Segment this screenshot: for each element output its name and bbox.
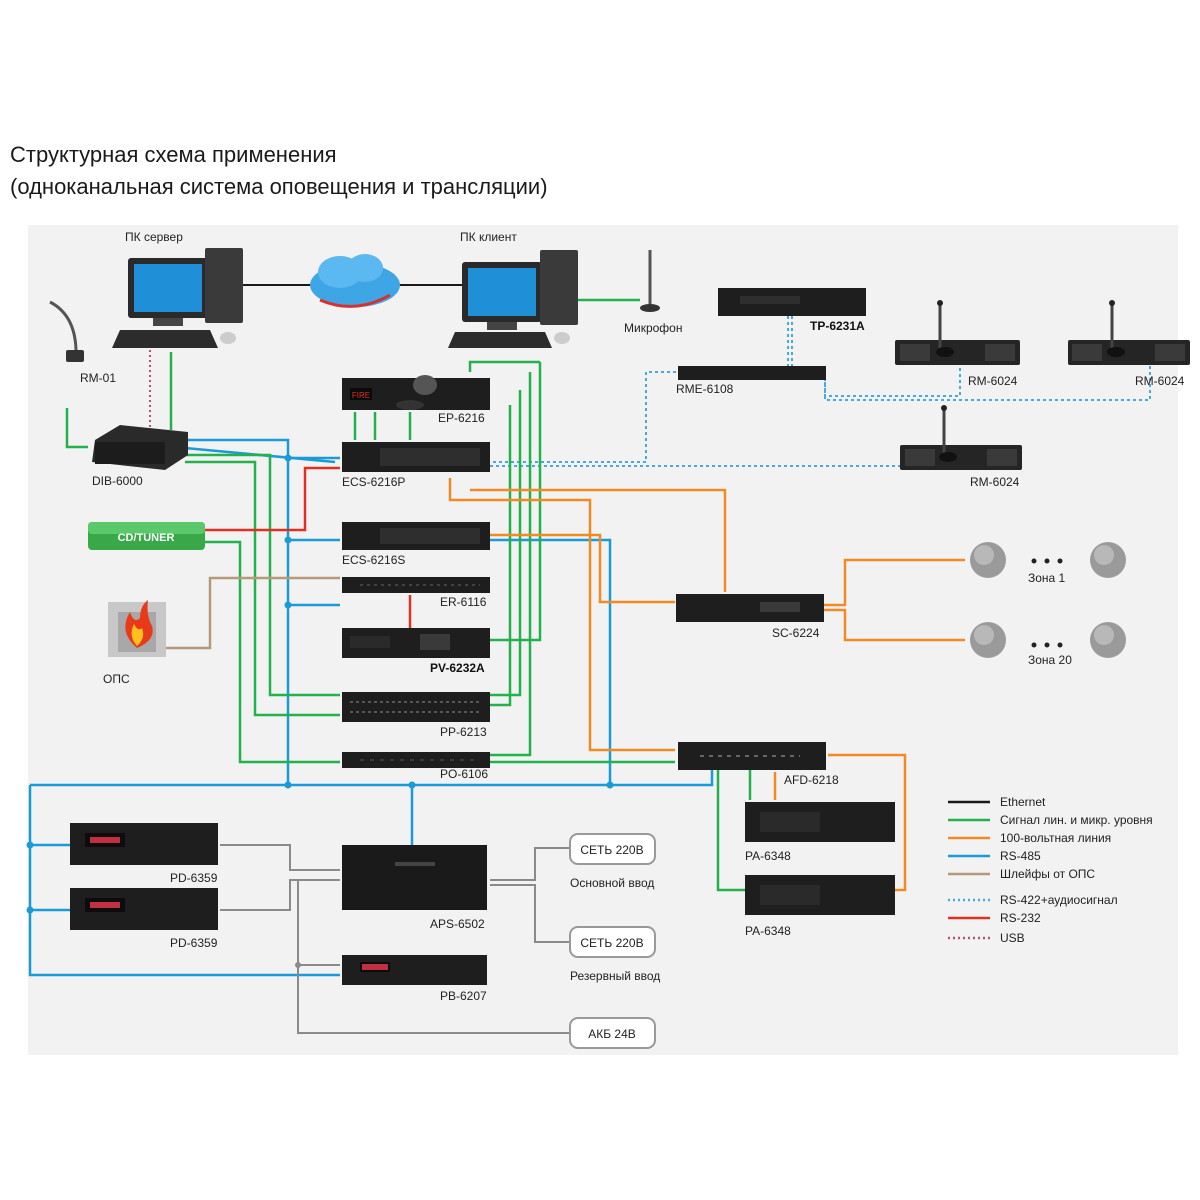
- tp6231a-label: TP-6231A: [810, 319, 865, 333]
- legend-label-4: Шлейфы от ОПС: [1000, 867, 1095, 881]
- mains-reserve-caption: Резервный ввод: [570, 969, 660, 983]
- zone1-label: Зона 1: [1028, 571, 1066, 585]
- legend-label-0: Ethernet: [1000, 795, 1046, 809]
- sc6224-device: [676, 594, 824, 622]
- rm6024-c-label: RM-6024: [970, 475, 1020, 489]
- ecs6216p-label: ECS-6216P: [342, 475, 405, 489]
- battery-box: [569, 1017, 656, 1049]
- rm6024-a-label: RM-6024: [968, 374, 1018, 388]
- mains-reserve-label: СЕТЬ 220В: [580, 936, 643, 950]
- mains-reserve-box: [569, 926, 656, 958]
- legend-label-5: RS-422+аудиосигнал: [1000, 893, 1118, 907]
- pc-client: [448, 250, 578, 348]
- legend-label-1: Сигнал лин. и микр. уровня: [1000, 813, 1153, 827]
- rme6108-label: RME-6108: [676, 382, 734, 396]
- dib6000-label: DIB-6000: [92, 474, 143, 488]
- rs422-lines: [490, 316, 1151, 467]
- cd-tuner-label: CD/TUNER: [118, 532, 175, 544]
- ep6216-device: [342, 375, 490, 410]
- ops-fire-icon: [108, 600, 166, 657]
- dib6000-device: [92, 425, 188, 470]
- pv6232a-device: [342, 628, 490, 658]
- cd-tuner-box: [88, 522, 205, 550]
- tp6231a-device: [718, 288, 866, 316]
- diagram-title-line1: Структурная схема применения: [10, 142, 337, 167]
- battery-label: АКБ 24В: [588, 1027, 636, 1041]
- rme6108-device: [678, 366, 826, 380]
- pb6207-label: PB-6207: [440, 989, 487, 1003]
- rm01-label: RM-01: [80, 371, 116, 385]
- rs232-lines: [205, 466, 412, 632]
- mains-primary-box: [569, 833, 656, 865]
- po6106-label: PO-6106: [440, 767, 488, 781]
- legend-label-3: RS-485: [1000, 849, 1041, 863]
- rm6024-station-b: [1068, 300, 1190, 365]
- pc-server-label: ПК сервер: [125, 230, 183, 244]
- legend-label-2: 100-вольтная линия: [1000, 831, 1111, 845]
- mains-primary-caption: Основной ввод: [570, 876, 654, 890]
- er6116-device: [342, 577, 490, 593]
- pd6359-a-device: [70, 823, 218, 865]
- ecs6216s-device: [342, 522, 490, 550]
- rm01-microphone-icon: [49, 300, 84, 362]
- pd6359-b-device: [70, 888, 218, 930]
- po6106-device: [342, 752, 490, 768]
- zone20-speakers: [970, 622, 1126, 658]
- pa6348-a-label: PA-6348: [745, 849, 791, 863]
- pa6348-b-device: [745, 875, 895, 915]
- afd6218-device: [678, 742, 826, 770]
- legend-label-6: RS-232: [1000, 911, 1041, 925]
- pd6359-a-label: PD-6359: [170, 871, 218, 885]
- pc-client-label: ПК клиент: [460, 230, 517, 244]
- pd6359-b-label: PD-6359: [170, 936, 218, 950]
- diagram-title-line2: (одноканальная система оповещения и тран…: [10, 174, 548, 199]
- sc6224-label: SC-6224: [772, 626, 820, 640]
- rm6024-b-label: RM-6024: [1135, 374, 1185, 388]
- ecs6216s-label: ECS-6216S: [342, 553, 405, 567]
- ops-lines: [165, 576, 340, 650]
- rm6024-station-a: [895, 300, 1020, 365]
- pp6213-device: [342, 692, 490, 722]
- cloud-icon: [310, 254, 400, 308]
- pp6213-label: PP-6213: [440, 725, 487, 739]
- power-junction: [295, 962, 301, 968]
- rm6024-station-c: [900, 405, 1022, 470]
- pa6348-a-device: [745, 802, 895, 842]
- power-lines: [220, 844, 570, 1034]
- ecs6216p-device: [342, 442, 490, 472]
- pb6207-device: [342, 955, 487, 985]
- aps6502-label: APS-6502: [430, 917, 485, 931]
- microphone-icon: [640, 250, 660, 312]
- mains-primary-label: СЕТЬ 220В: [580, 843, 643, 857]
- rs485-lines: [28, 438, 714, 977]
- microphone-label: Микрофон: [624, 321, 682, 335]
- pv6232a-label: PV-6232A: [430, 661, 485, 675]
- ep6216-display: FIRE: [352, 391, 370, 400]
- ops-label: ОПС: [103, 672, 130, 686]
- junction-dots: [26, 454, 614, 914]
- zone20-label: Зона 20: [1028, 653, 1072, 667]
- pc-server: [112, 248, 243, 348]
- 100v-lines: [448, 478, 965, 892]
- zone1-speakers: [970, 542, 1126, 578]
- aps6502-device: [342, 845, 487, 910]
- er6116-label: ER-6116: [440, 595, 487, 609]
- legend-label-7: USB: [1000, 931, 1025, 945]
- pa6348-b-label: PA-6348: [745, 924, 791, 938]
- afd6218-label: AFD-6218: [784, 773, 839, 787]
- ep6216-label: EP-6216: [438, 411, 485, 425]
